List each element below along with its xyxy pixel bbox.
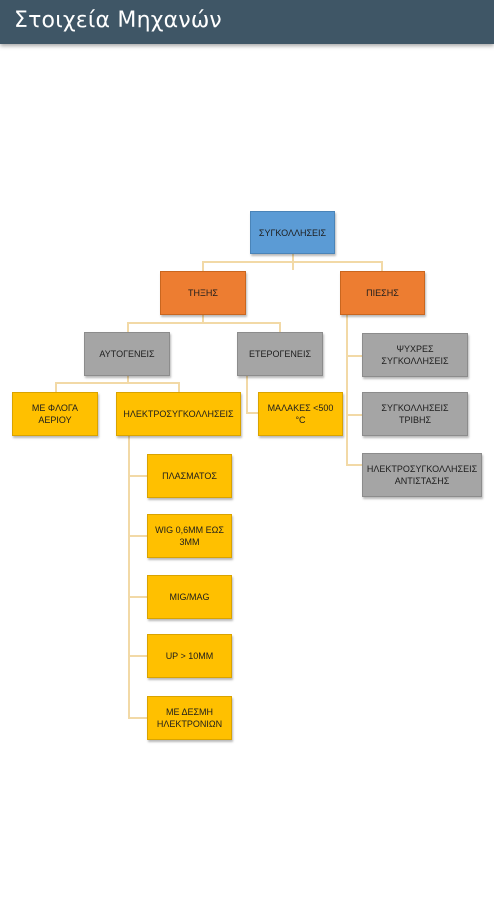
node-heterogenous: ΕΤΕΡΟΓΕΝΕΙΣ bbox=[237, 332, 323, 376]
connector bbox=[127, 322, 129, 332]
welding-diagram: ΣΥΓΚΟΛΛΗΣΕΙΣ ΤΗΞΗΣ ΠΙΕΣΗΣ ΑΥΤΟΓΕΝΕΙΣ ΕΤΕ… bbox=[0, 44, 494, 900]
connector bbox=[246, 376, 248, 414]
node-welding-root: ΣΥΓΚΟΛΛΗΣΕΙΣ bbox=[250, 211, 335, 254]
connector bbox=[202, 261, 382, 263]
node-electron-beam: ΜΕ ΔΕΣΜΗ ΗΛΕΚΤΡΟΝΙΩΝ bbox=[147, 696, 232, 740]
connector bbox=[128, 475, 147, 477]
connector bbox=[178, 382, 180, 392]
node-fusion: ΤΗΞΗΣ bbox=[160, 271, 246, 315]
app-bar: Στοιχεία Μηχανών bbox=[0, 0, 494, 44]
connector bbox=[128, 655, 147, 657]
node-wig: WIG 0,6MM ΕΩΣ 3MM bbox=[147, 514, 232, 558]
node-resistance-welding: ΗΛΕΚΤΡΟΣΥΓΚΟΛΛΗΣΕΙΣ ΑΝΤΙΣΤΑΣΗΣ bbox=[362, 453, 482, 497]
connector bbox=[128, 596, 147, 598]
connector bbox=[55, 382, 180, 384]
node-mig-mag: MIG/MAG bbox=[147, 575, 232, 619]
connector bbox=[346, 315, 348, 465]
connector bbox=[346, 414, 362, 416]
connector bbox=[346, 355, 362, 357]
connector bbox=[55, 382, 57, 392]
connector bbox=[279, 322, 281, 332]
node-up: UP > 10MM bbox=[147, 634, 232, 678]
node-friction-welding: ΣΥΓΚΟΛΛΗΣΕΙΣ ΤΡΙΒΗΣ bbox=[362, 392, 468, 436]
connector bbox=[202, 315, 204, 323]
node-pressure: ΠΙΕΣΗΣ bbox=[340, 271, 425, 315]
connector bbox=[381, 261, 383, 271]
connector bbox=[202, 261, 204, 271]
connector bbox=[246, 412, 258, 414]
node-gas-flame: ΜΕ ΦΛΟΓΑ ΑΕΡΙΟΥ bbox=[12, 392, 98, 436]
connector bbox=[128, 436, 130, 719]
node-electric-welding: ΗΛΕΚΤΡΟΣΥΓΚΟΛΛΗΣΕΙΣ bbox=[116, 392, 241, 436]
connector bbox=[128, 535, 147, 537]
connector bbox=[128, 717, 147, 719]
app-title: Στοιχεία Μηχανών bbox=[14, 8, 222, 33]
node-cold-welding: ΨΥΧΡΕΣ ΣΥΓΚΟΛΛΗΣΕΙΣ bbox=[362, 333, 468, 377]
connector bbox=[127, 322, 280, 324]
node-autogenous: ΑΥΤΟΓΕΝΕΙΣ bbox=[84, 332, 170, 376]
node-plasma: ΠΛΑΣΜΑΤΟΣ bbox=[147, 454, 232, 498]
connector bbox=[346, 464, 362, 466]
connector bbox=[127, 376, 129, 383]
node-soft-welding: ΜΑΛΑΚΕΣ <500 °C bbox=[258, 392, 343, 436]
